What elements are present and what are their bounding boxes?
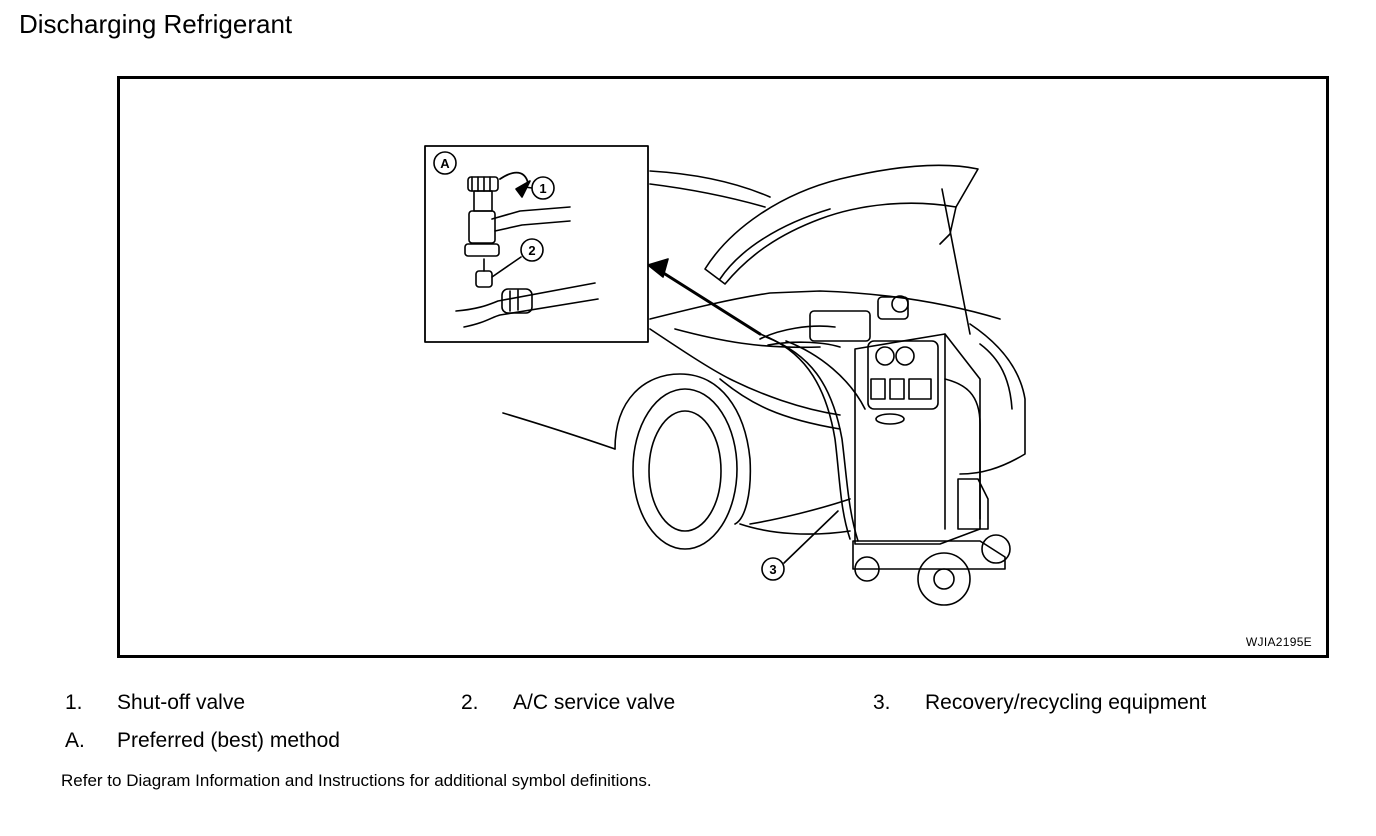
legend-key: A. <box>65 729 85 752</box>
legend-item-a: A. Preferred (best) method <box>65 728 340 754</box>
legend-item-3: 3. Recovery/recycling equipment <box>873 690 1206 716</box>
callout-a-label: A <box>440 156 450 171</box>
figure-id: WJIA2195E <box>1245 635 1312 649</box>
footer-note: Refer to Diagram Information and Instruc… <box>61 771 652 790</box>
legend-item-1: 1. Shut-off valve <box>65 690 245 716</box>
callout-1-label: 1 <box>539 181 546 196</box>
callout-3-circle <box>761 557 785 581</box>
legend-text: A/C service valve <box>513 691 676 714</box>
page-title: Discharging Refrigerant <box>19 9 293 39</box>
callout-a-circle <box>433 151 457 175</box>
callout-leaders <box>491 186 839 564</box>
legend-text: Shut-off valve <box>117 691 246 714</box>
legend-key: 2. <box>461 691 479 714</box>
callout-2-circle <box>520 238 544 262</box>
callout-1-circle <box>531 176 555 200</box>
legend-key: 3. <box>873 691 891 714</box>
legend-text: Preferred (best) method <box>117 729 340 752</box>
legend-key: 1. <box>65 691 83 714</box>
legend-text: Recovery/recycling equipment <box>925 691 1207 714</box>
service-hoses <box>759 333 866 542</box>
car-drawing <box>502 164 1026 550</box>
recovery-machine <box>852 333 1011 606</box>
figure-frame: A 1 2 3 WJIA2195E <box>117 76 1329 658</box>
legend-item-2: 2. A/C service valve <box>461 690 675 716</box>
discharging-refrigerant-illustration: A 1 2 3 <box>424 145 1026 606</box>
callout-3-label: 3 <box>769 562 776 577</box>
direction-arrow <box>647 258 762 336</box>
callout-2-label: 2 <box>528 243 535 258</box>
